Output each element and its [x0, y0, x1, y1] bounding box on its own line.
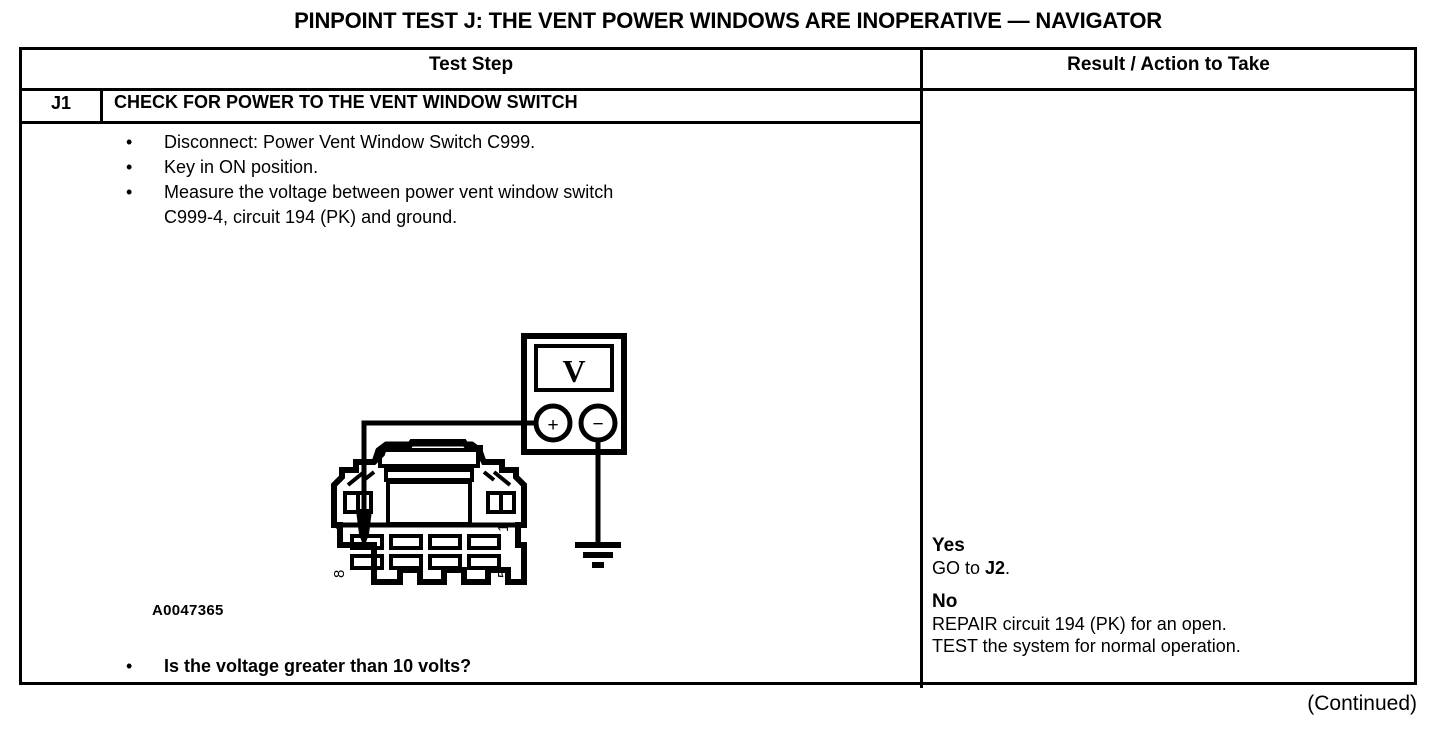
- result-no-line: REPAIR circuit 194 (PK) for an open.: [932, 614, 1227, 634]
- step-id: J1: [50, 93, 72, 113]
- bullet-icon: •: [126, 157, 133, 177]
- ground-symbol: [575, 542, 621, 568]
- step-title: CHECK FOR POWER TO THE VENT WINDOW SWITC…: [114, 92, 578, 112]
- list-item: • Disconnect: Power Vent Window Switch C…: [116, 130, 906, 155]
- list-item: • Key in ON position.: [116, 155, 906, 180]
- connector-pin-label-5: 5: [495, 570, 512, 578]
- step-question-row: • Is the voltage greater than 10 volts?: [116, 656, 906, 677]
- result-yes-block: Yes GO to J2.: [932, 535, 1402, 579]
- figure-id: A0047365: [152, 602, 224, 619]
- voltmeter-connector-test-diagram: V + −: [312, 320, 672, 650]
- voltmeter-display-label: V: [562, 353, 585, 389]
- result-no-heading: No: [932, 591, 958, 612]
- connector-pin-label-4: 4: [331, 524, 348, 532]
- step-instruction-list: • Disconnect: Power Vent Window Switch C…: [116, 130, 906, 230]
- table-step-title-rule: [22, 121, 920, 124]
- result-action-content: Yes GO to J2. No REPAIR circuit 194 (PK)…: [932, 535, 1402, 657]
- list-item-label: Key in ON position.: [164, 157, 319, 177]
- voltmeter-negative-terminal-label: −: [592, 414, 603, 435]
- continued-footer: (Continued): [1307, 692, 1417, 715]
- list-item-label: Disconnect: Power Vent Window Switch C99…: [164, 132, 536, 152]
- list-item-label: Measure the voltage between power vent w…: [164, 182, 614, 227]
- result-no-line: TEST the system for normal operation.: [932, 636, 1241, 656]
- table-step-id-divider: [100, 88, 103, 121]
- page-title: PINPOINT TEST J: THE VENT POWER WINDOWS …: [294, 8, 1162, 33]
- step-question: Is the voltage greater than 10 volts?: [164, 656, 472, 676]
- connector-pin-label-8: 8: [331, 570, 348, 578]
- bullet-icon: •: [126, 132, 133, 152]
- test-probe-tip: [355, 509, 373, 547]
- result-no-block: No REPAIR circuit 194 (PK) for an open. …: [932, 591, 1402, 657]
- table-header-rule-right: [920, 88, 1417, 91]
- result-yes-heading: Yes: [932, 535, 965, 556]
- column-header-test-step: Test Step: [428, 54, 514, 75]
- voltmeter-positive-terminal-label: +: [547, 415, 558, 436]
- result-spacer: [932, 579, 1402, 591]
- result-yes-line: GO to J2.: [932, 558, 1011, 578]
- list-item: • Measure the voltage between power vent…: [116, 180, 906, 230]
- bullet-icon: •: [126, 182, 133, 202]
- bullet-icon: •: [126, 656, 133, 676]
- pinpoint-test-table: Test Step Result / Action to Take J1 CHE…: [19, 47, 1417, 688]
- column-header-result-action: Result / Action to Take: [1067, 54, 1270, 75]
- voltmeter-body: V + −: [521, 333, 627, 455]
- positive-test-lead: [361, 420, 536, 517]
- table-header-rule-left: [22, 88, 920, 91]
- table-column-divider: [920, 50, 923, 688]
- connector-pin-label-1: 1: [495, 524, 512, 532]
